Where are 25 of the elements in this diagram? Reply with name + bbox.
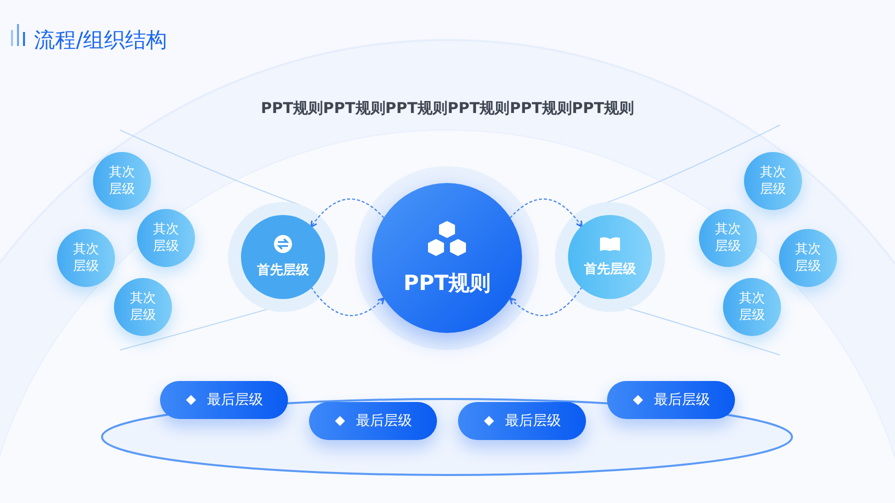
node-label: 首先层级	[257, 262, 309, 279]
dashed-arrow	[510, 198, 583, 228]
pill-node	[160, 381, 288, 419]
dashed-arrow	[509, 286, 582, 316]
pill-node	[607, 381, 735, 419]
node-label: 其次层级	[152, 221, 180, 255]
node-label: 最后层级	[207, 391, 263, 409]
node-label: 其次层级	[738, 290, 766, 324]
node-label: PPT规则	[403, 270, 491, 297]
node-label: 首先层级	[584, 261, 636, 278]
node-label: 其次层级	[759, 164, 787, 198]
node-label: 其次层级	[72, 241, 100, 275]
node-label: 最后层级	[356, 412, 412, 430]
title: 流程/组织结构	[34, 27, 168, 54]
pill-node	[309, 402, 437, 440]
dashed-arrow	[310, 198, 384, 228]
node-label: 其次层级	[129, 290, 157, 324]
subtitle: PPT规则PPT规则PPT规则PPT规则PPT规则PPT规则	[260, 99, 636, 118]
node-label: 最后层级	[505, 412, 561, 430]
node-label: 其次层级	[108, 164, 136, 198]
dashed-arrow	[310, 286, 385, 316]
node-label: 其次层级	[714, 221, 742, 255]
node-label: 其次层级	[794, 241, 822, 275]
pill-node	[458, 402, 586, 440]
node-label: 最后层级	[654, 391, 710, 409]
